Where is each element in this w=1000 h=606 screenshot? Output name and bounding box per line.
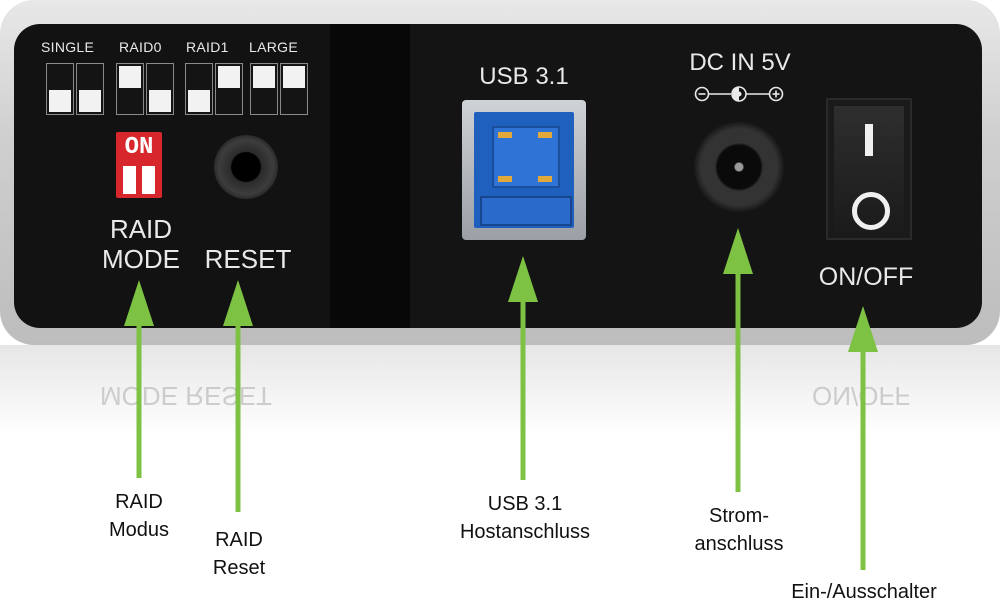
raid-mode-label: RAID MODE <box>102 214 180 274</box>
floor-reflection <box>0 345 1000 435</box>
dip-label-large: LARGE <box>249 39 298 55</box>
raid-dip-switch[interactable]: ON <box>116 132 162 198</box>
dip-diagram-single <box>46 63 106 115</box>
dc-power-jack[interactable] <box>694 122 784 212</box>
dip-label-raid1: RAID1 <box>186 39 229 55</box>
panel-divider <box>330 24 410 328</box>
dc-in-label: DC IN 5V <box>689 49 791 76</box>
dip-label-raid0: RAID0 <box>119 39 162 55</box>
dip-diagram-large <box>250 63 310 115</box>
power-off-mark-icon <box>852 192 890 230</box>
enclosure-back-panel: SINGLE RAID0 RAID1 LARGE ON RAID MODE RE… <box>0 0 1000 345</box>
power-on-mark-icon <box>865 124 873 156</box>
power-rocker-switch[interactable] <box>826 98 912 240</box>
reset-label: RESET <box>204 244 292 274</box>
dip-label-single: SINGLE <box>41 39 95 55</box>
dip-diagram-raid0 <box>116 63 176 115</box>
usb-3-1-port[interactable] <box>462 100 586 240</box>
caption-ein-ausschalter: Ein-/Ausschalter <box>791 581 937 603</box>
dip-on-label: ON <box>124 134 154 161</box>
dip-diagram-raid1 <box>185 63 245 115</box>
reset-button[interactable] <box>214 135 278 199</box>
polarity-icon <box>694 86 784 102</box>
caption-stromanschluss: Strom-anschluss <box>694 505 784 555</box>
usb-label: USB 3.1 <box>479 63 569 90</box>
on-off-label: ON/OFF <box>818 263 914 291</box>
